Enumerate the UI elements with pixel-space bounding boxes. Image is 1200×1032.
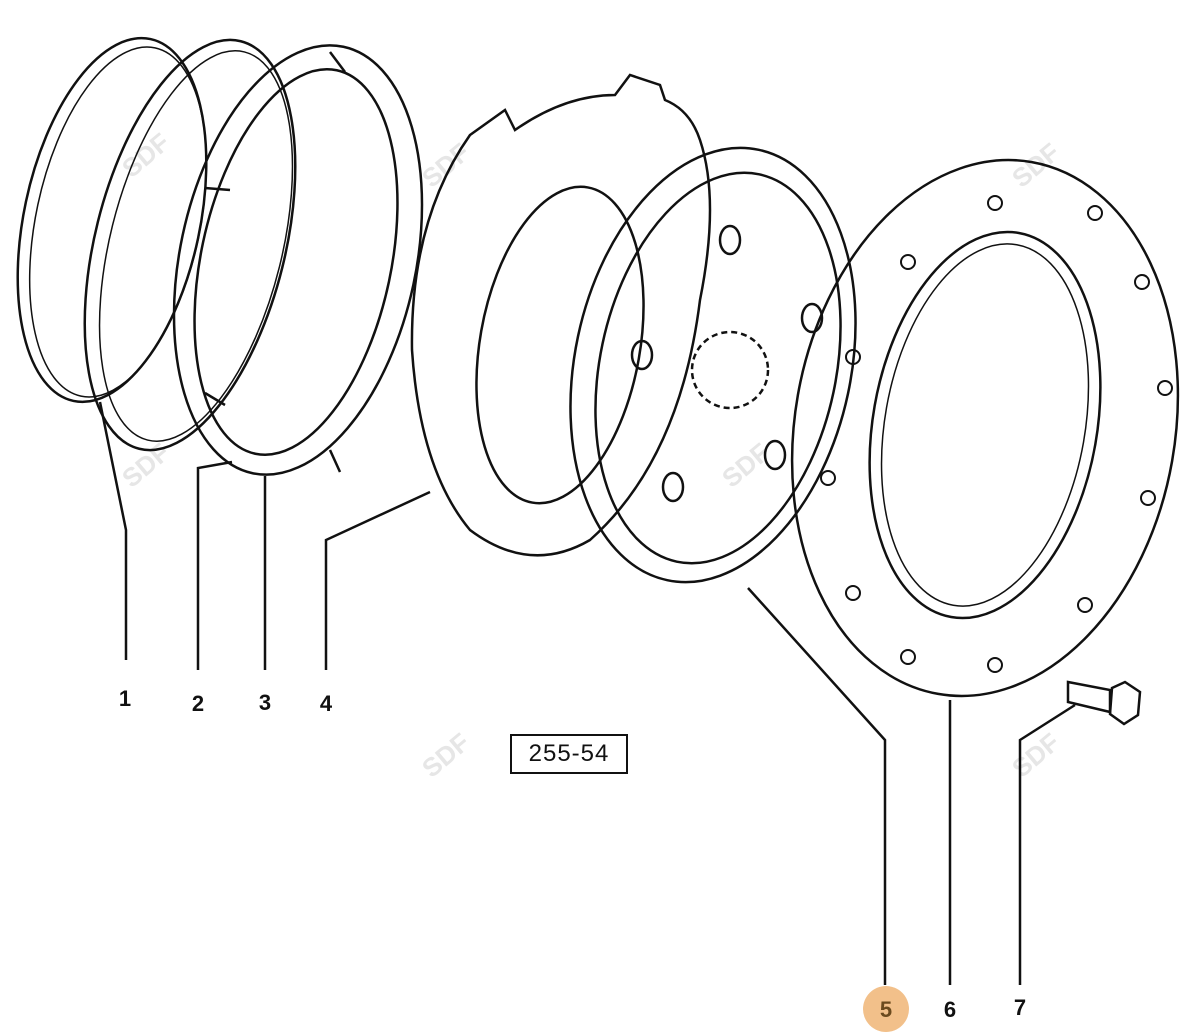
callout-7[interactable]: 7 (1013, 995, 1027, 1020)
callout-3[interactable]: 3 (258, 690, 272, 715)
callout-4[interactable]: 4 (319, 691, 333, 716)
callout-highlight (863, 986, 909, 1032)
part-2-ring (83, 38, 297, 452)
part-3-segmented-ring (172, 44, 424, 476)
part-6-flange (790, 158, 1180, 698)
reference-code-box: 255-54 (510, 734, 628, 774)
callout-2[interactable]: 2 (191, 691, 205, 716)
leader-lines (98, 401, 1076, 985)
part-5-spline-plate (569, 146, 857, 584)
part-7-bolt (1066, 680, 1142, 726)
callout-5[interactable]: 5 (879, 997, 893, 1022)
part-4-friction-disc (410, 73, 712, 557)
callout-6[interactable]: 6 (943, 997, 957, 1022)
part-1-ring (16, 36, 208, 404)
callout-1[interactable]: 1 (118, 686, 132, 711)
